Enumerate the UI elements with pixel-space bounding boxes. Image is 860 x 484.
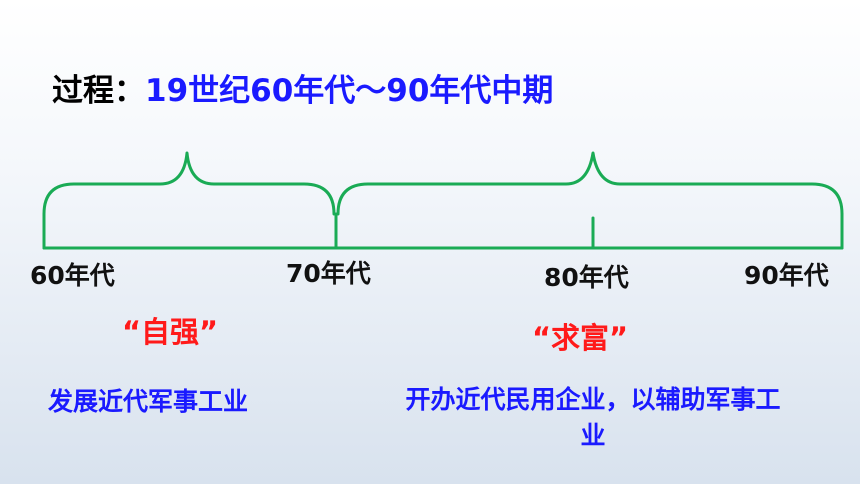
stage-qiufu: “求富”: [532, 321, 629, 355]
stage-qiufu-description: 开办近代民用企业，以辅助军事工业: [405, 385, 781, 450]
tick-label-90s: 90年代: [744, 261, 829, 290]
brace-qiufu: [336, 151, 844, 216]
slide-title: 过程：19世纪60年代～90年代中期: [52, 76, 553, 107]
stage-ziqiang-description: 发展近代军事工业: [48, 387, 249, 416]
tick-label-80s: 80年代: [544, 263, 629, 292]
tick-label-60s: 60年代: [30, 261, 115, 290]
tick-label-70s: 70年代: [286, 259, 371, 288]
title-label: 过程：: [52, 73, 145, 109]
brace-ziqiang: [42, 151, 336, 216]
stage-ziqiang: “自强”: [122, 315, 219, 349]
title-period: 19世纪60年代～90年代中期: [145, 73, 554, 109]
